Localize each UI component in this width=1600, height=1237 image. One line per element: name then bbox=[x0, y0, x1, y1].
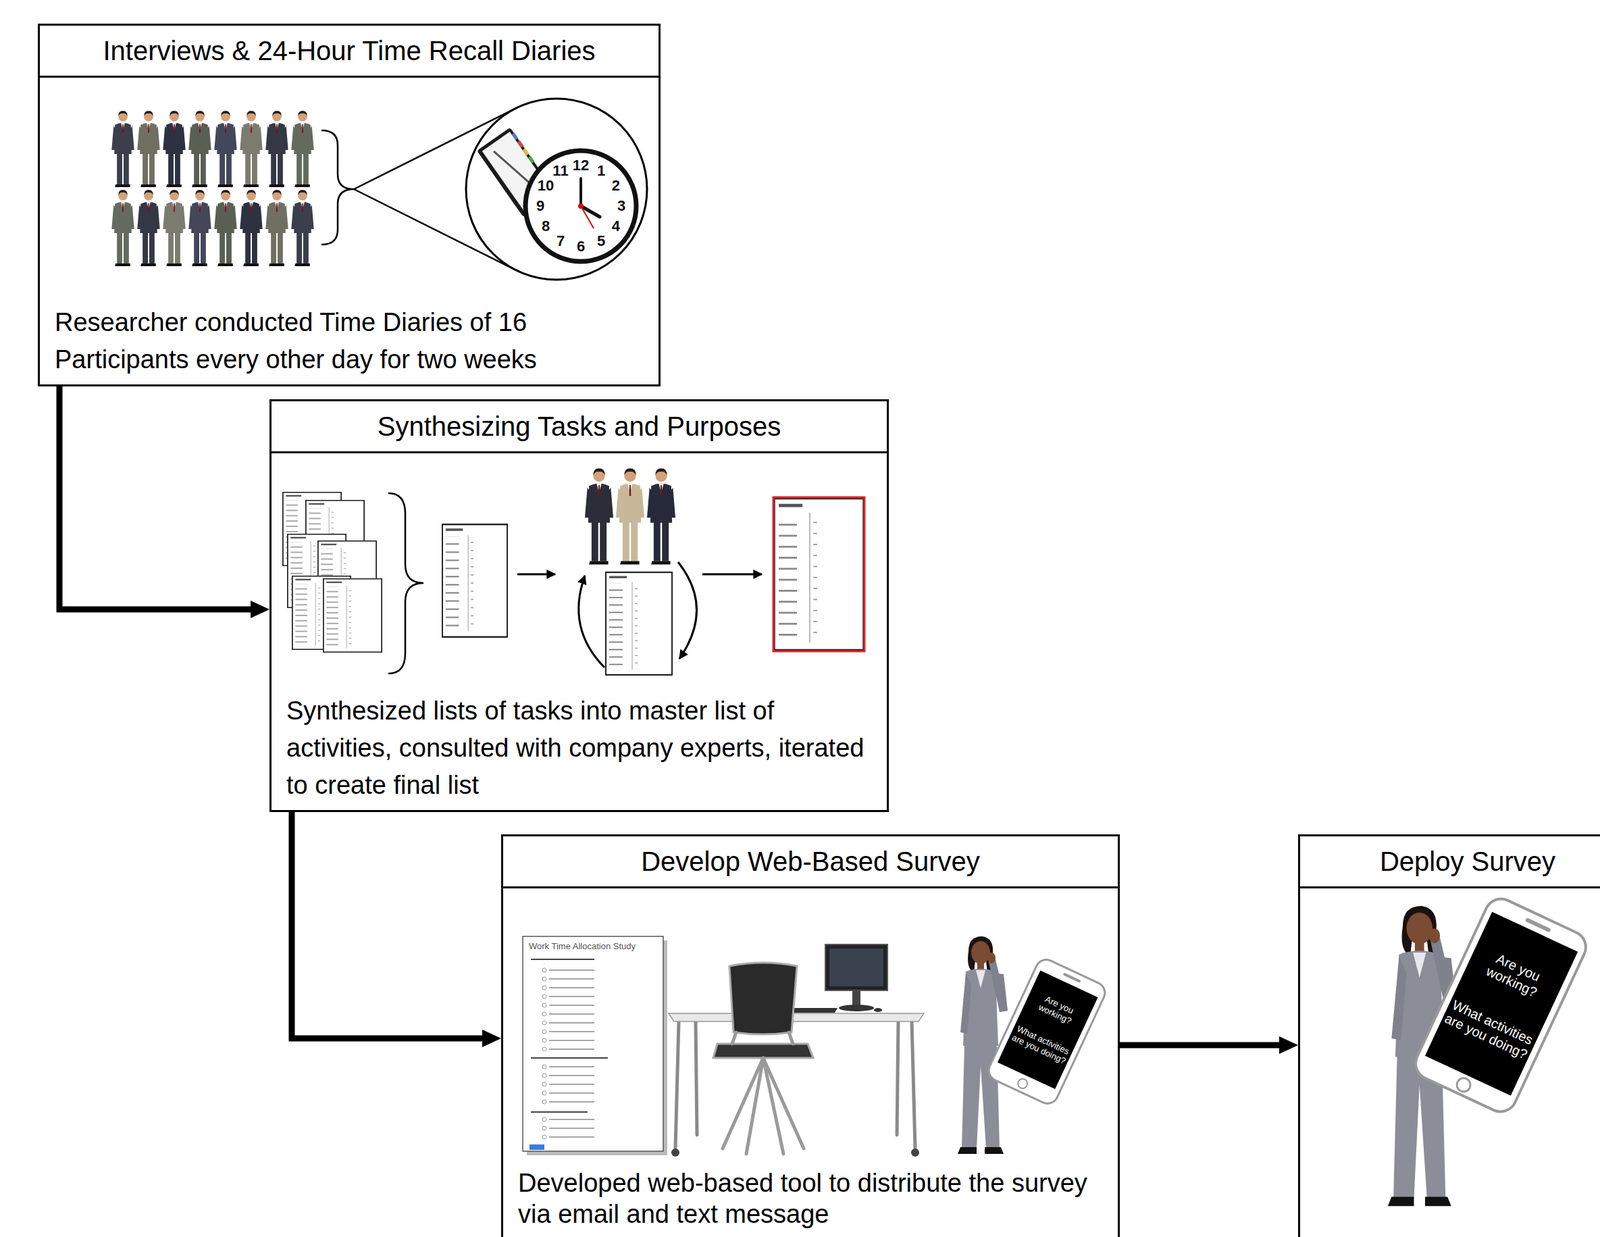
box-body: Researcher conducted Time Diaries of 16 … bbox=[54, 303, 644, 379]
clock-number: 9 bbox=[526, 197, 554, 215]
clock-number: 11 bbox=[547, 162, 575, 179]
step-arrow bbox=[517, 573, 556, 576]
clock-number: 6 bbox=[567, 237, 595, 255]
clock-number: 12 bbox=[567, 156, 595, 174]
phone-prompt: Are you working? bbox=[1025, 988, 1089, 1032]
clock-icon bbox=[525, 150, 637, 262]
box-body: Developed web-based tool to distribute t… bbox=[518, 1167, 1103, 1230]
box-body: Synthesized lists of tasks into master l… bbox=[286, 692, 872, 804]
survey-form bbox=[522, 936, 668, 1155]
merge-brace bbox=[388, 493, 424, 674]
draft-list bbox=[442, 524, 508, 637]
phone-prompt: What activities are you doing? bbox=[1009, 1023, 1072, 1067]
final-list bbox=[773, 497, 865, 652]
phone-icon bbox=[985, 955, 1109, 1107]
office-chair bbox=[713, 962, 814, 1154]
document-stack bbox=[282, 492, 382, 652]
step-arrow bbox=[702, 573, 762, 576]
clock-number: 8 bbox=[532, 217, 560, 235]
box-heading: Deploy Survey bbox=[1300, 836, 1600, 889]
expert-group bbox=[584, 468, 676, 564]
cycle-arrow bbox=[678, 561, 698, 659]
clock-number: 1 bbox=[587, 162, 615, 179]
clock-number: 4 bbox=[602, 217, 630, 235]
form-title: Work Time Allocation Study bbox=[528, 941, 658, 952]
zoom-circle bbox=[466, 98, 648, 280]
cycle-arrow bbox=[578, 575, 605, 668]
clock-number: 2 bbox=[602, 176, 630, 194]
flow-arrow bbox=[291, 811, 483, 1039]
process-box: Deploy Survey bbox=[1298, 834, 1600, 1237]
desk-and-computer bbox=[668, 944, 924, 1157]
box-heading: Develop Web-Based Survey bbox=[503, 836, 1118, 889]
flow-arrow bbox=[59, 386, 252, 610]
crowd-figures bbox=[111, 110, 314, 267]
phone-prompt: Are you working? bbox=[1467, 941, 1563, 1008]
process-box: Synthesizing Tasks and PurposesSynthesiz… bbox=[269, 399, 889, 812]
flow-arrow bbox=[1119, 1042, 1280, 1049]
clock-number: 7 bbox=[547, 232, 575, 250]
clock-number: 5 bbox=[587, 232, 615, 250]
box-heading: Synthesizing Tasks and Purposes bbox=[271, 401, 887, 454]
box-heading: Interviews & 24-Hour Time Recall Diaries bbox=[39, 25, 659, 78]
phone-icon bbox=[1410, 893, 1592, 1117]
clock-number: 10 bbox=[532, 176, 560, 194]
process-box: Interviews & 24-Hour Time Recall Diaries… bbox=[37, 23, 661, 387]
phone-prompt: What activities are you doing? bbox=[1441, 996, 1538, 1063]
clock-number: 3 bbox=[607, 197, 635, 215]
iterated-list bbox=[605, 572, 673, 675]
